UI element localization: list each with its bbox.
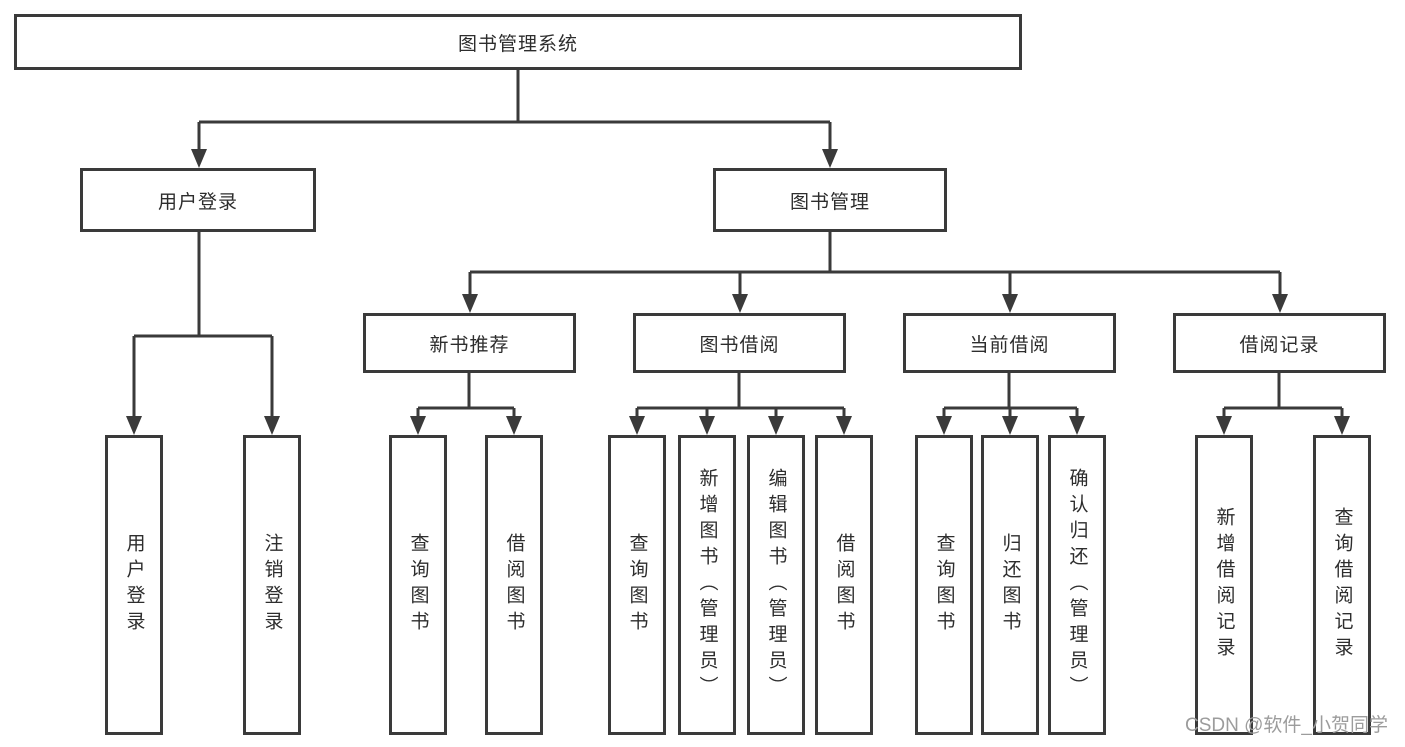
leaf-label: 注销登录 [261,533,283,637]
node-book-borrowing: 图书借阅 [633,313,846,373]
leaf-query-books-recommend: 查询图书 [389,435,447,735]
leaf-label: 新增图书（管理员） [696,468,718,702]
node-label: 新书推荐 [429,334,510,356]
leaf-label: 查询图书 [626,533,648,637]
node-book-management: 图书管理 [713,168,947,232]
leaf-label: 查询图书 [933,533,955,637]
node-label: 当前借阅 [969,334,1050,356]
csdn-watermark: CSDN @软件_小贺同学 [1185,715,1388,736]
leaf-edit-book-admin: 编辑图书（管理员） [747,435,805,735]
leaf-query-borrow-record: 查询借阅记录 [1313,435,1371,735]
leaf-confirm-return-admin: 确认归还（管理员） [1048,435,1106,735]
leaf-query-books-current: 查询图书 [915,435,973,735]
leaf-label: 借阅图书 [503,533,525,637]
node-borrowing-records: 借阅记录 [1173,313,1386,373]
leaf-label: 归还图书 [999,533,1021,637]
leaf-user-login: 用户登录 [105,435,163,735]
leaf-query-books-borrowing: 查询图书 [608,435,666,735]
leaf-label: 查询借阅记录 [1331,507,1353,663]
leaf-borrow-books-borrowing: 借阅图书 [815,435,873,735]
leaf-label: 确认归还（管理员） [1066,468,1088,702]
leaf-borrow-books-recommend: 借阅图书 [485,435,543,735]
leaf-label: 编辑图书（管理员） [765,468,787,702]
node-book-management-system: 图书管理系统 [14,14,1022,70]
leaf-label: 新增借阅记录 [1213,507,1235,663]
node-label: 图书管理 [789,191,870,213]
node-user-login: 用户登录 [80,168,316,232]
node-label: 图书借阅 [699,334,780,356]
leaf-label: 用户登录 [123,533,145,637]
node-label: 借阅记录 [1239,334,1320,356]
leaf-add-book-admin: 新增图书（管理员） [678,435,736,735]
node-label: 用户登录 [157,191,238,213]
leaf-return-books: 归还图书 [981,435,1039,735]
leaf-label: 借阅图书 [833,533,855,637]
leaf-logout: 注销登录 [243,435,301,735]
leaf-label: 查询图书 [407,533,429,637]
node-label: 图书管理系统 [457,33,578,55]
node-current-borrowing: 当前借阅 [903,313,1116,373]
leaf-add-borrow-record: 新增借阅记录 [1195,435,1253,735]
node-new-book-recommendation: 新书推荐 [363,313,576,373]
